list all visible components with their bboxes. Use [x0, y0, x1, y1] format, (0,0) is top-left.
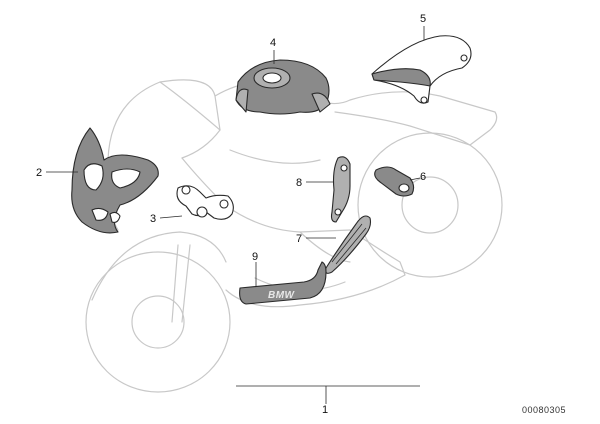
part-tail-cover	[371, 35, 472, 104]
leader-lines	[46, 26, 425, 404]
motorcycle-outline	[85, 79, 503, 393]
part-bracket	[176, 185, 234, 220]
callout-8: 8	[296, 177, 302, 189]
spoiler-logo: BMW	[268, 290, 296, 301]
part-tank-cover	[235, 59, 331, 115]
part-front-fairing	[71, 127, 159, 234]
callout-4: 4	[270, 37, 276, 49]
reference-number: 00080305	[522, 405, 566, 415]
part-side-bracket	[330, 156, 351, 223]
callout-6: 6	[420, 171, 426, 183]
part-side-trim	[325, 215, 372, 274]
callout-9: 9	[252, 251, 258, 263]
part-lower-spoiler: BMW	[239, 261, 327, 305]
callout-labels: 1 2 3 4 5 6 7 8 9	[36, 13, 426, 416]
part-side-cap	[374, 166, 415, 197]
callout-1: 1	[322, 404, 328, 416]
callout-5: 5	[420, 13, 426, 25]
callout-2: 2	[36, 167, 42, 179]
callout-3: 3	[150, 213, 156, 225]
callout-7: 7	[296, 233, 302, 245]
